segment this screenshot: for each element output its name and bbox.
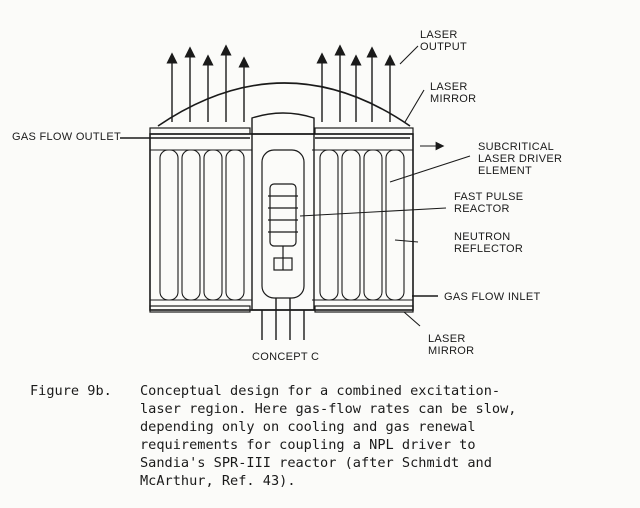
label-fast-pulse-2: REACTOR bbox=[454, 203, 510, 215]
laser-mirror-top bbox=[157, 82, 411, 127]
fast-pulse-reactor-core bbox=[268, 183, 298, 271]
caption-text: Conceptual design for a combined excitat… bbox=[140, 382, 630, 490]
label-subcritical-2: LASER DRIVER bbox=[478, 153, 562, 165]
laser-mirror-bottom bbox=[149, 305, 251, 313]
caption-line: laser region. Here gas-flow rates can be… bbox=[140, 401, 517, 417]
label-concept: CONCEPT C bbox=[252, 351, 319, 363]
label-neutron-reflector: NEUTRON bbox=[454, 231, 511, 243]
figure-number: Figure 9b. bbox=[30, 383, 112, 399]
label-laser-mirror-top-2: MIRROR bbox=[430, 93, 476, 105]
label-neutron-reflector-2: REFLECTOR bbox=[454, 243, 523, 255]
label-laser-output-2: OUTPUT bbox=[420, 41, 467, 53]
label-gas-flow-inlet: GAS FLOW INLET bbox=[444, 291, 541, 303]
label-laser-output: LASER bbox=[420, 29, 458, 41]
driver-tubes-left bbox=[150, 149, 252, 301]
figure-caption: Figure 9b. Conceptual design for a combi… bbox=[30, 382, 630, 490]
caption-line: McArthur, Ref. 43). bbox=[140, 473, 296, 489]
laser-output-arrows bbox=[166, 44, 396, 122]
label-fast-pulse: FAST PULSE bbox=[454, 191, 523, 203]
reactor-vessel bbox=[149, 133, 414, 311]
label-subcritical-3: ELEMENT bbox=[478, 165, 532, 177]
central-column bbox=[251, 112, 315, 134]
caption-line: requirements for coupling a NPL driver t… bbox=[140, 437, 476, 453]
label-gas-flow-outlet: GAS FLOW OUTLET bbox=[12, 131, 121, 143]
caption-line: Sandia's SPR-III reactor (after Schmidt … bbox=[140, 455, 492, 471]
leader-lines bbox=[299, 45, 471, 327]
driver-tubes-right bbox=[312, 149, 413, 301]
reactor-laser-diagram: LASER OUTPUT LASER MIRROR GAS FLOW OUTLE… bbox=[12, 29, 562, 363]
caption-line: depending only on cooling and gas renewa… bbox=[140, 419, 476, 435]
support-stem bbox=[261, 298, 305, 340]
label-laser-mirror-bottom: LASER bbox=[428, 333, 466, 345]
label-laser-mirror-top: LASER bbox=[430, 81, 468, 93]
caption-line: Conceptual design for a combined excitat… bbox=[140, 383, 501, 399]
label-subcritical: SUBCRITICAL bbox=[478, 141, 554, 153]
label-laser-mirror-bottom-2: MIRROR bbox=[428, 345, 474, 357]
